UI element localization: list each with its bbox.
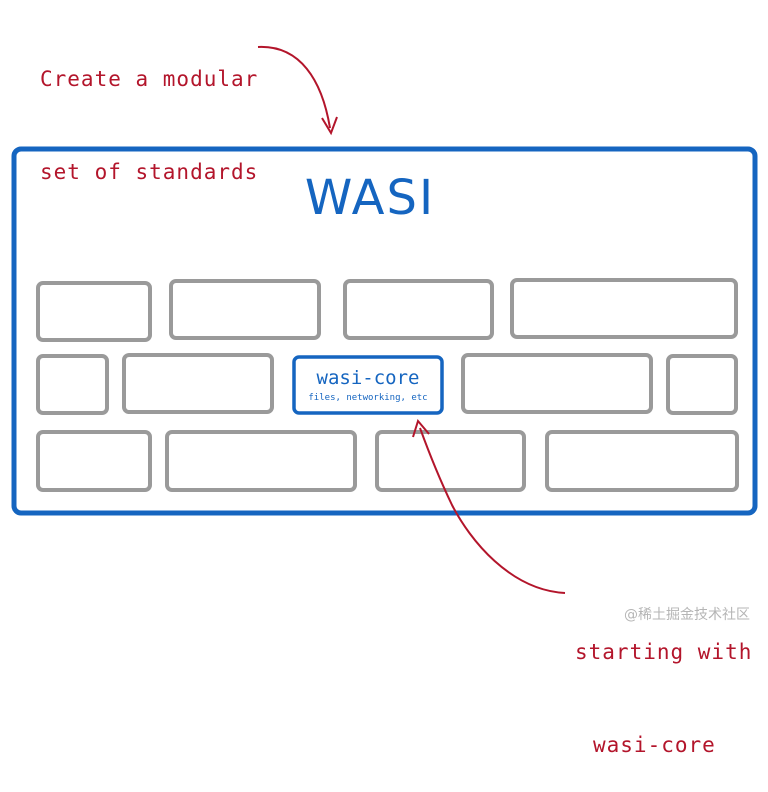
module-box: [545, 430, 739, 492]
module-box: [122, 353, 274, 414]
module-box: [510, 278, 738, 339]
annotation-top-line1: Create a modular: [40, 67, 259, 91]
wasi-diagram: WASI wasi-core files, networking, etc: [11, 45, 758, 594]
annotation-top: Create a modular set of standards: [40, 2, 258, 219]
module-box: [343, 279, 494, 340]
wasi-frame: [11, 146, 758, 516]
annotation-top-line2: set of standards: [40, 160, 259, 184]
module-box: [36, 430, 152, 492]
arrow-top-head: [321, 116, 338, 136]
module-box: [36, 354, 109, 415]
frame-title: WASI: [305, 170, 435, 226]
module-box: [165, 430, 357, 492]
arrow-top: [257, 45, 331, 129]
annotation-bottom-line1: starting with: [575, 640, 753, 664]
module-box: [169, 279, 321, 340]
watermark: @稀土掘金技术社区: [624, 607, 750, 623]
module-box: [461, 353, 653, 414]
module-box: [36, 281, 152, 342]
arrow-bottom: [419, 427, 566, 594]
module-box: [375, 430, 526, 492]
wasi-core-title: wasi-core: [317, 367, 420, 389]
wasi-core-box: [292, 355, 444, 415]
arrow-bottom-head: [412, 418, 430, 438]
annotation-bottom-line2: wasi-core: [593, 733, 716, 757]
wasi-core-subtitle: files, networking, etc: [308, 393, 427, 403]
module-box: [666, 354, 738, 415]
